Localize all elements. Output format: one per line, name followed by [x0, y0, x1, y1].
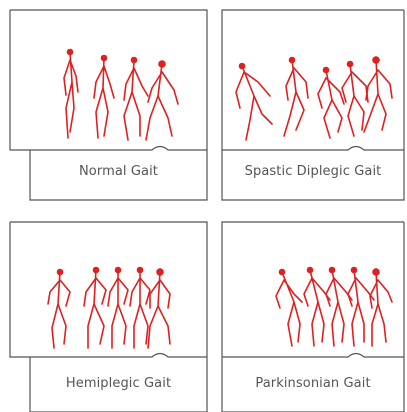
stick-figure [64, 50, 78, 139]
stick-figure [108, 268, 128, 349]
stick-figure [94, 56, 114, 139]
panel-normal-gait: Normal Gait [0, 0, 210, 205]
panel-spastic-diplegic-gait: Spastic Diplegic Gait [214, 0, 407, 205]
caption-parkinsonian-gait: Parkinsonian Gait [222, 376, 404, 391]
panel-frame [10, 222, 207, 357]
stick-figure [326, 268, 352, 347]
stick-figure [236, 64, 272, 141]
parkinsonian-gait-stick-figures [276, 268, 392, 347]
normal-gait-stick-figures [64, 50, 178, 141]
stick-figure [48, 270, 70, 349]
spastic-diplegic-gait-stick-figures [236, 57, 392, 140]
caption-normal-gait: Normal Gait [30, 164, 207, 179]
stick-figure [348, 268, 374, 347]
stick-figure [276, 270, 302, 347]
panel-hemiplegic-gait: Hemiplegic Gait [0, 212, 210, 412]
stick-figure [284, 58, 308, 137]
hemiplegic-gait-stick-figures [48, 268, 170, 349]
stick-figure [304, 268, 330, 347]
stick-figure [124, 58, 148, 141]
caption-hemiplegic-gait: Hemiplegic Gait [30, 376, 207, 391]
stick-figure [370, 269, 392, 346]
stick-figure [342, 62, 368, 137]
stick-figure [130, 268, 150, 349]
stick-figure [318, 68, 344, 139]
panel-parkinsonian-gait: Parkinsonian Gait [214, 212, 407, 412]
caption-spastic-diplegic-gait: Spastic Diplegic Gait [222, 164, 404, 179]
stick-figure [84, 268, 106, 349]
stick-figure [146, 61, 178, 140]
stick-figure [148, 269, 170, 348]
stick-figure [364, 57, 392, 132]
